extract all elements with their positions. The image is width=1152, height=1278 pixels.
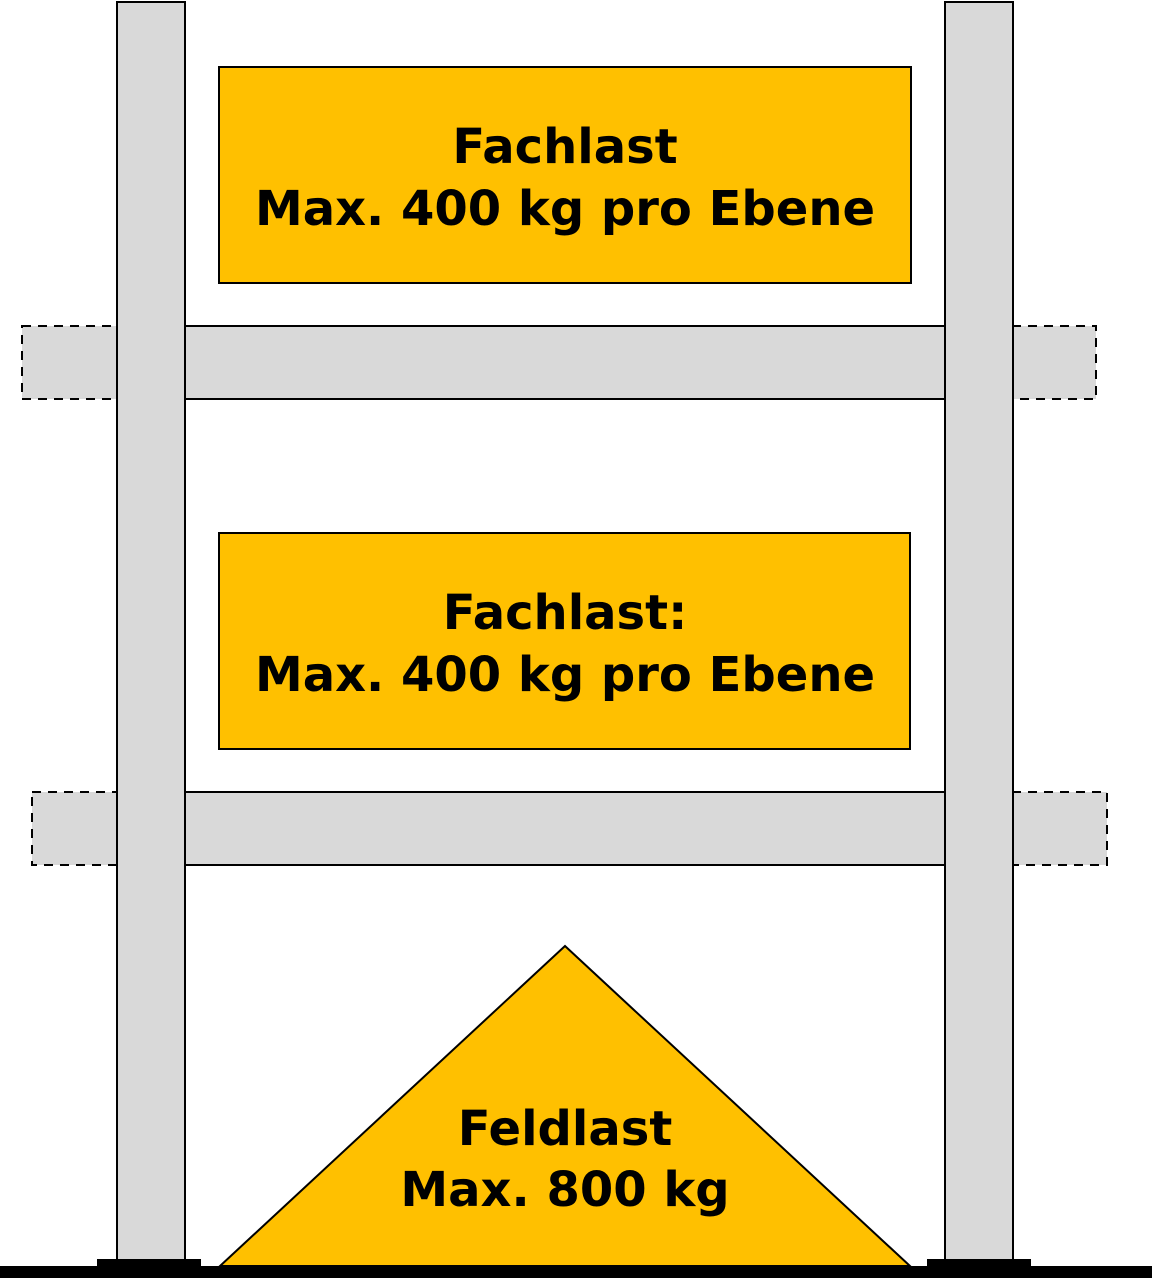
field-load-title: Feldlast [458, 1101, 673, 1157]
shelf-load-middle-box [218, 532, 911, 750]
shelf-load-middle: Fachlast: Max. 400 kg pro Ebene [218, 532, 911, 750]
shelf-load-top-title: Fachlast [452, 119, 677, 175]
shelf-load-top-detail: Max. 400 kg pro Ebene [255, 181, 875, 237]
beam-extension-upper-left [21, 325, 119, 400]
shelf-load-top-box [218, 66, 912, 284]
field-load-triangle [217, 944, 913, 1267]
field-load: Feldlast Max. 800 kg [217, 944, 913, 1267]
beam-extension-lower-left [31, 791, 119, 866]
base-plate-right [927, 1259, 1031, 1268]
upright-right [944, 1, 1014, 1265]
beam-upper [184, 325, 946, 400]
shelf-load-middle-detail: Max. 400 kg pro Ebene [255, 647, 875, 703]
base-plate-left [97, 1259, 201, 1268]
beam-extension-upper-right [1011, 325, 1097, 400]
beam-extension-lower-right [1011, 791, 1108, 866]
field-load-detail: Max. 800 kg [400, 1162, 729, 1218]
shelf-load-middle-title: Fachlast: [443, 585, 688, 641]
shelf-load-top: Fachlast Max. 400 kg pro Ebene [218, 66, 912, 284]
floor-line [0, 1266, 1152, 1278]
upright-left [116, 1, 186, 1265]
beam-lower [184, 791, 946, 866]
